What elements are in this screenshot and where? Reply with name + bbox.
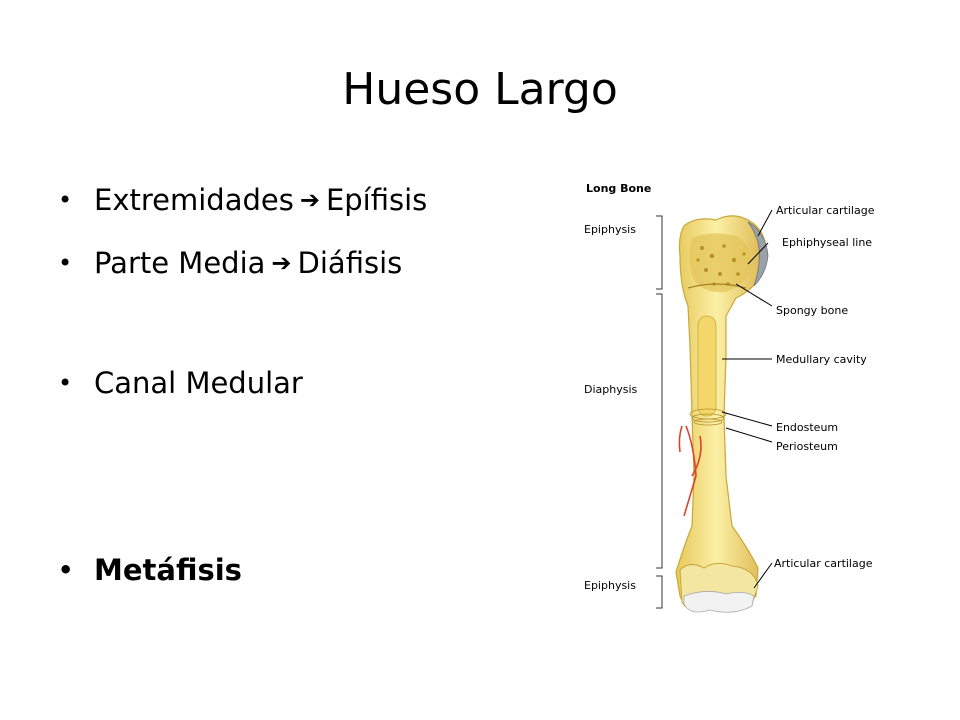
bullet-target: Diáfisis — [297, 246, 403, 280]
bullet-dot-icon: • — [58, 369, 73, 397]
arrow-right-icon: ➔ — [271, 249, 292, 277]
bullet-text: Metáfisis — [94, 553, 242, 587]
region-epiphysis-top: Epiphysis — [584, 223, 636, 236]
bullet-parte-media: • Parte Media➔Diáfisis — [58, 244, 402, 282]
cut-section-rings — [689, 408, 727, 426]
label-medullary-cavity: Medullary cavity — [776, 353, 867, 366]
articular-cartilage-top — [747, 221, 769, 287]
bullet-text: Extremidades — [94, 183, 294, 217]
slide-title: Hueso Largo — [342, 64, 618, 115]
region-diaphysis: Diaphysis — [584, 383, 638, 396]
region-epiphysis-bottom: Epiphysis — [584, 579, 636, 592]
long-bone-figure: Long Bone Epiphysis Diaphysis Epiphysis — [576, 176, 906, 621]
label-spongy-bone: Spongy bone — [776, 304, 848, 317]
label-endosteum: Endosteum — [776, 421, 838, 434]
bullet-metafisis: • Metáfisis — [58, 551, 242, 589]
bullet-text: Canal Medular — [94, 366, 303, 400]
bullet-extremidades: • Extremidades➔Epífisis — [58, 181, 427, 219]
bullet-canal-medular: • Canal Medular — [58, 364, 303, 402]
medullary-cavity — [697, 315, 717, 417]
bullet-target: Epífisis — [325, 183, 428, 217]
spongy-bone-dots — [696, 244, 746, 286]
long-bone-diagram: Long Bone Epiphysis Diaphysis Epiphysis — [584, 182, 875, 613]
label-articular-cartilage-bottom: Articular cartilage — [774, 557, 873, 570]
bracket-epiphysis-bottom — [656, 575, 663, 609]
articular-cartilage-bottom — [683, 591, 755, 613]
bracket-diaphysis — [656, 293, 663, 569]
bullet-dot-icon: • — [58, 186, 73, 214]
blood-vessels — [678, 425, 702, 517]
label-articular-cartilage-top: Articular cartilage — [776, 204, 875, 217]
label-periosteum: Periosteum — [776, 440, 838, 453]
bullet-dot-icon: • — [58, 556, 74, 584]
arrow-right-icon: ➔ — [299, 186, 320, 214]
label-epiphyseal-line: Ephiphyseal line — [782, 236, 872, 249]
figure-title: Long Bone — [586, 182, 651, 195]
bullet-dot-icon: • — [58, 249, 73, 277]
spongy-bone-area — [689, 233, 753, 293]
bracket-epiphysis-top — [656, 215, 663, 290]
pointer-lines — [721, 209, 773, 589]
bullet-text: Parte Media — [94, 246, 266, 280]
